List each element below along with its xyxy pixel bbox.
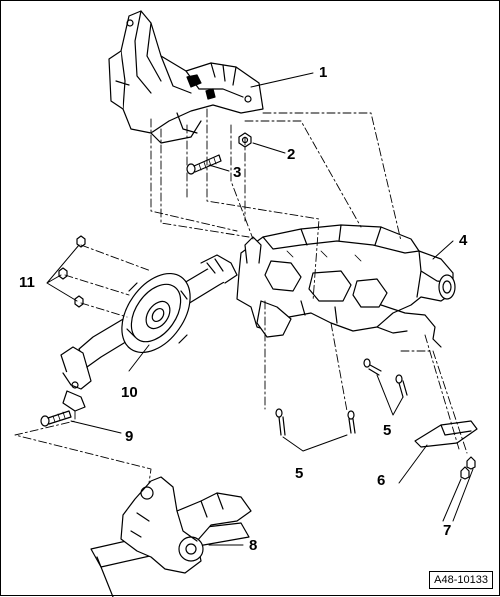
callout-3: 3	[233, 164, 242, 181]
bolt-3	[186, 154, 222, 175]
leader-lines	[46, 72, 474, 546]
nuts-11	[58, 235, 86, 308]
callout-1: 1	[319, 64, 328, 81]
bolts-5	[275, 358, 408, 436]
callout-4: 4	[459, 232, 468, 249]
steering-column-4	[236, 224, 456, 348]
bolt-9	[40, 410, 72, 427]
callout-8: 8	[249, 537, 258, 554]
callout-2: 2	[287, 146, 296, 163]
reference-code: A48-10133	[429, 571, 493, 589]
callout-11: 11	[19, 274, 35, 291]
steering-gear-8	[90, 476, 252, 597]
assembly-lines	[14, 108, 468, 484]
callout-5b: 5	[383, 422, 392, 439]
cover-plate-6	[414, 420, 478, 448]
callout-10: 10	[121, 384, 138, 401]
intermediate-shaft-10	[60, 254, 238, 412]
mounting-bracket	[108, 10, 264, 144]
callout-9: 9	[125, 428, 134, 445]
callout-6: 6	[377, 472, 386, 489]
callout-5a: 5	[295, 465, 304, 482]
callout-7: 7	[443, 522, 452, 539]
screws-7	[460, 456, 476, 480]
